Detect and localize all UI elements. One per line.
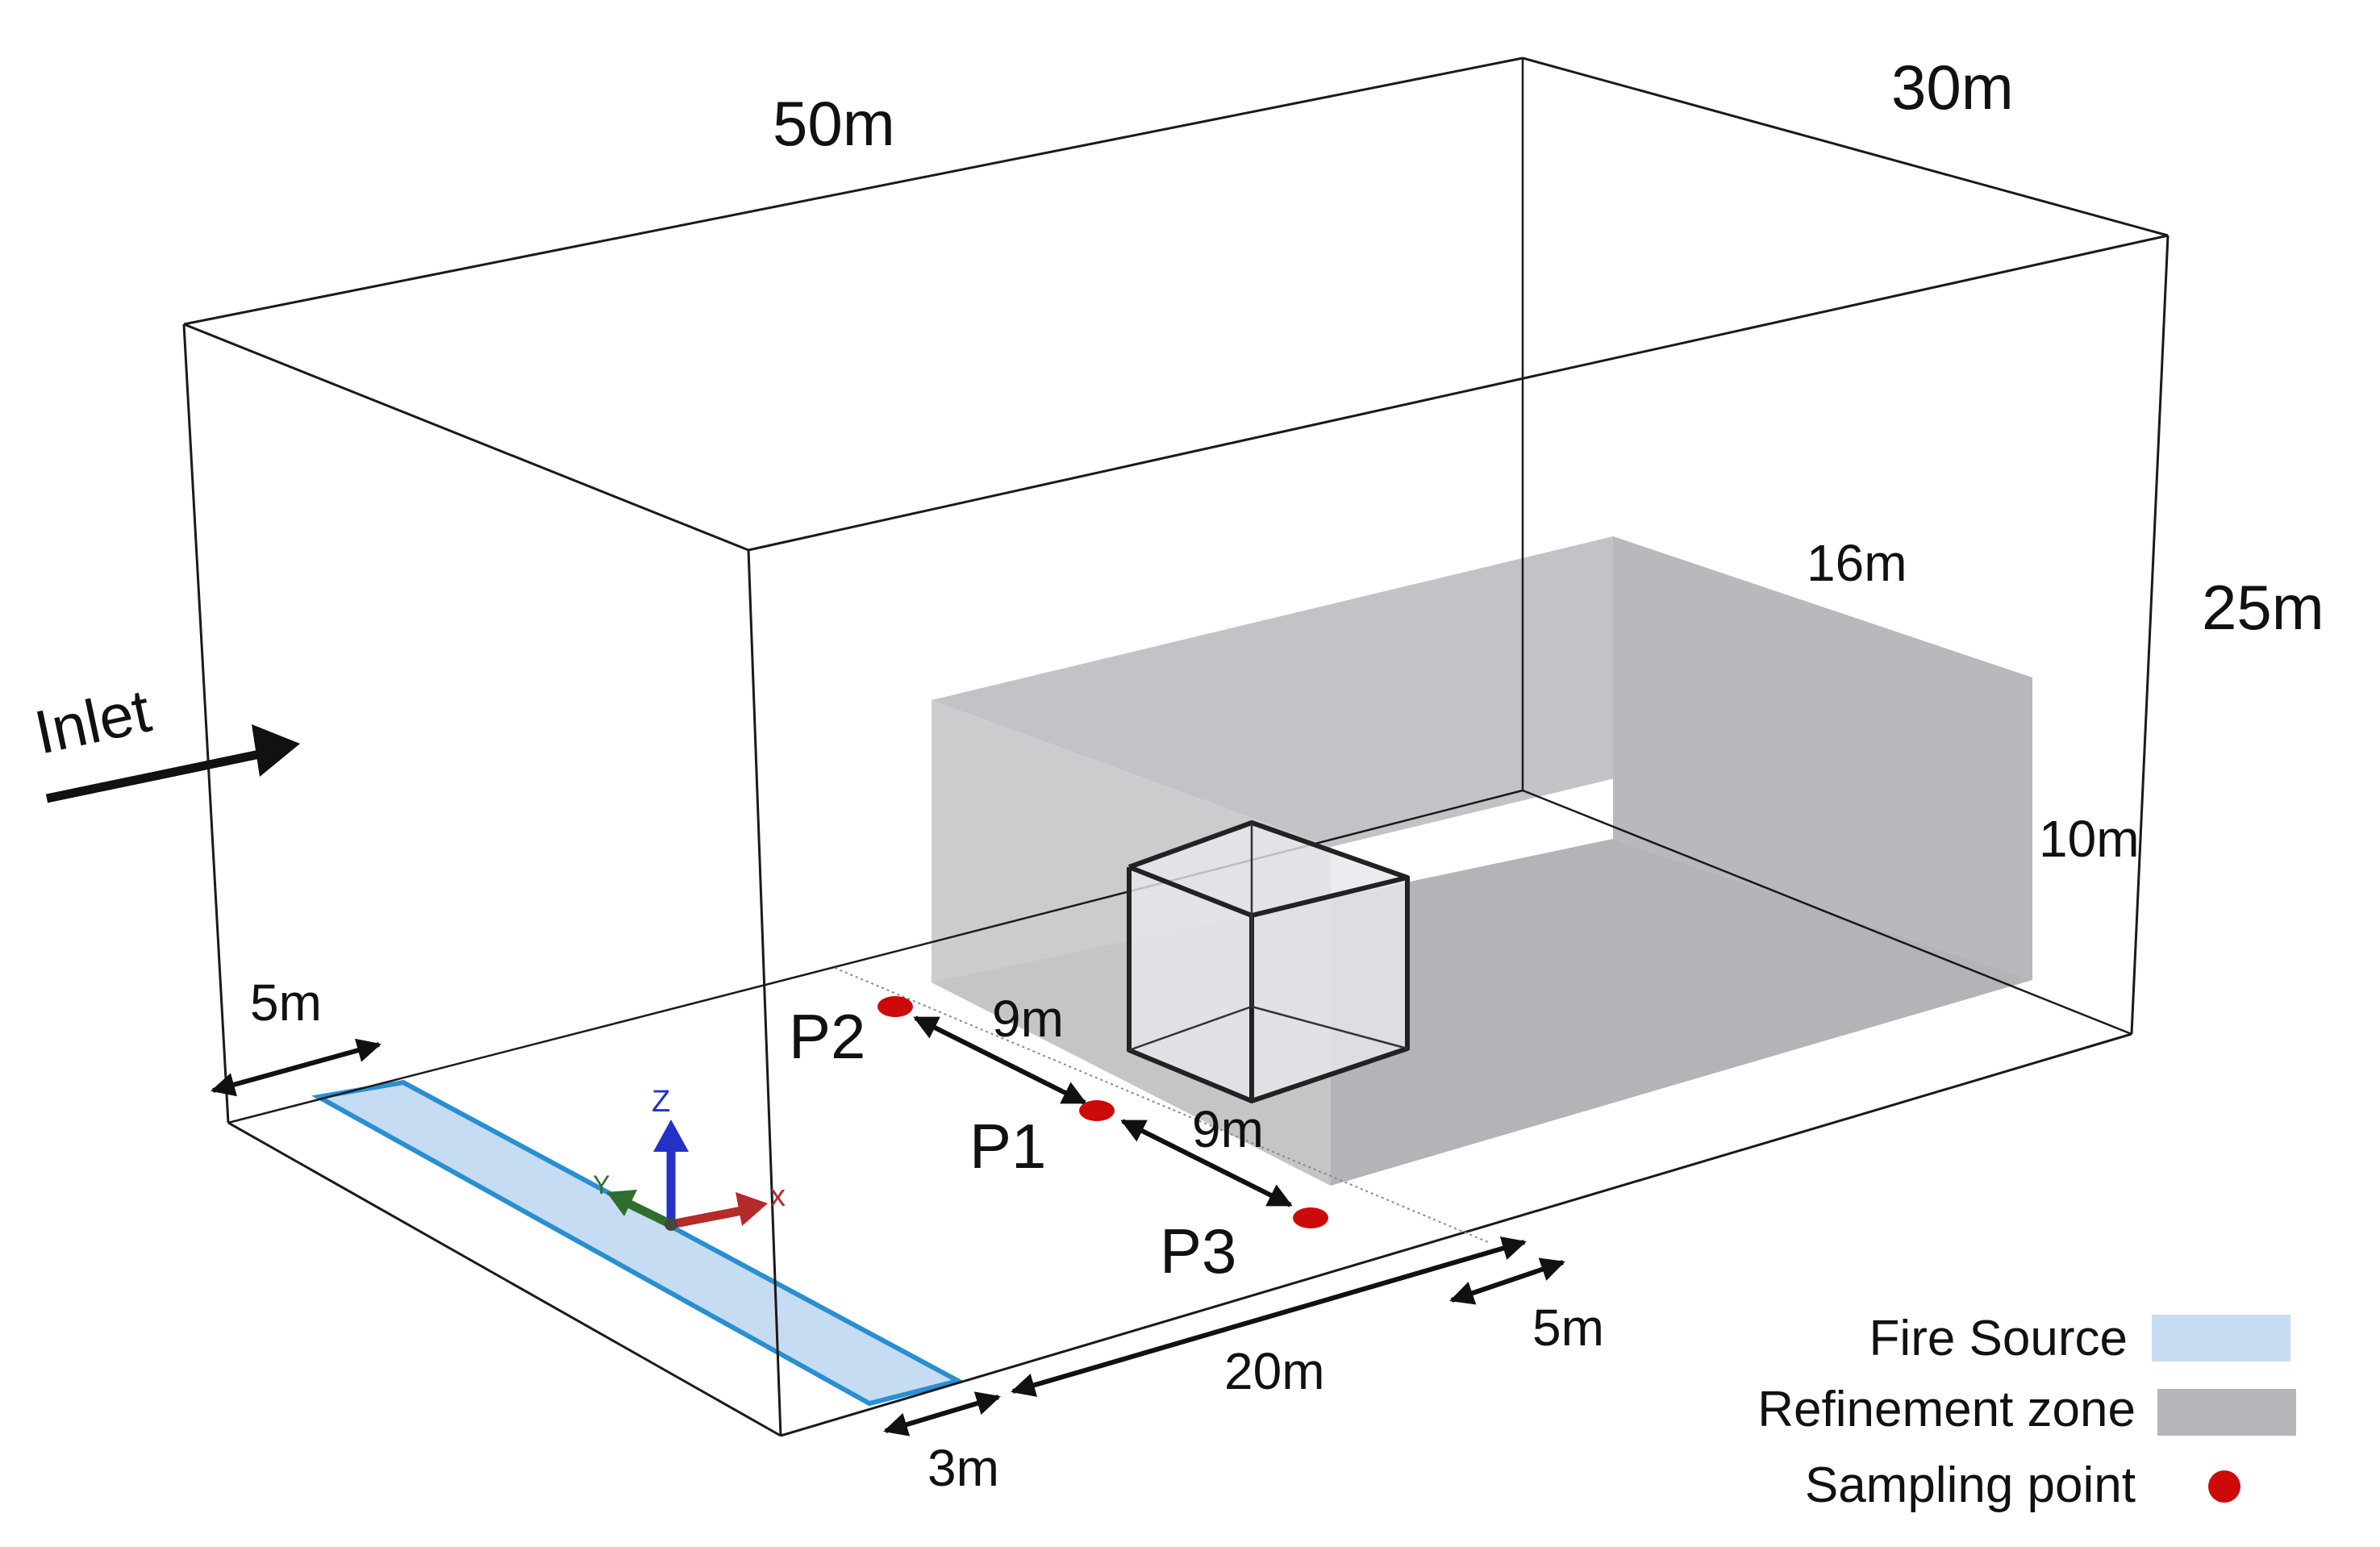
- axis-x-label: x: [770, 1179, 786, 1213]
- dim-label-downstream: 20m: [1224, 1342, 1325, 1400]
- dimension-arrows: [210, 1015, 1565, 1436]
- legend-fire-swatch: [2152, 1315, 2290, 1361]
- dim-label-width: 30m: [1891, 52, 2014, 123]
- label-p3: P3: [1160, 1216, 1236, 1286]
- sampling-point-p3: [1293, 1207, 1328, 1228]
- legend-sample-label: Sampling point: [1805, 1457, 2136, 1513]
- sampling-point-p2: [877, 996, 913, 1017]
- dim-arrow-fire-offset: [210, 1038, 381, 1097]
- dim-label-fire-offset: 5m: [250, 974, 322, 1032]
- label-p2: P2: [789, 1001, 865, 1072]
- label-p1: P1: [969, 1111, 1046, 1182]
- dim-label-zone-offset: 5m: [1532, 1299, 1604, 1357]
- legend-zone-swatch: [2157, 1389, 2296, 1436]
- axis-z-label: Z: [652, 1085, 670, 1119]
- dim-label-zone-height: 10m: [2039, 810, 2140, 868]
- dim-arrow-spacing-a: [913, 1015, 1087, 1105]
- legend-zone-label: Refinement zone: [1757, 1382, 2136, 1437]
- dim-label-length: 50m: [773, 88, 895, 159]
- sampling-points: [877, 996, 1328, 1228]
- inlet-arrow: [45, 724, 300, 803]
- legend: Fire Source Refinement zone Sampling poi…: [1757, 1311, 2296, 1513]
- dim-arrow-fire-depth: [883, 1391, 1001, 1436]
- dim-label-fire-depth: 3m: [927, 1439, 999, 1497]
- refinement-zone: [932, 536, 2032, 1186]
- axis-y-label: Y: [593, 1170, 610, 1199]
- axis-x-icon: [669, 1205, 748, 1229]
- axis-y-icon: [623, 1198, 673, 1228]
- legend-sample-dot: [2208, 1470, 2240, 1503]
- sampling-point-p1: [1079, 1100, 1115, 1121]
- dim-label-zone-width: 16m: [1807, 534, 1907, 592]
- dim-label-spacing-a: 9m: [992, 990, 1064, 1048]
- domain-outline: [182, 56, 2170, 1437]
- dim-arrow-zone-offset: [1449, 1257, 1565, 1305]
- inlet-label: Inlet: [29, 677, 156, 768]
- obstacle-cube: [1127, 820, 1410, 1103]
- dim-arrow-downstream: [1011, 1236, 1527, 1397]
- legend-fire-label: Fire Source: [1869, 1311, 2128, 1366]
- coordinate-axes: Z x Y: [593, 1085, 786, 1231]
- dim-label-height: 25m: [2202, 572, 2324, 643]
- dim-arrow-spacing-b: [1120, 1119, 1293, 1207]
- dim-label-spacing-b: 9m: [1192, 1100, 1264, 1158]
